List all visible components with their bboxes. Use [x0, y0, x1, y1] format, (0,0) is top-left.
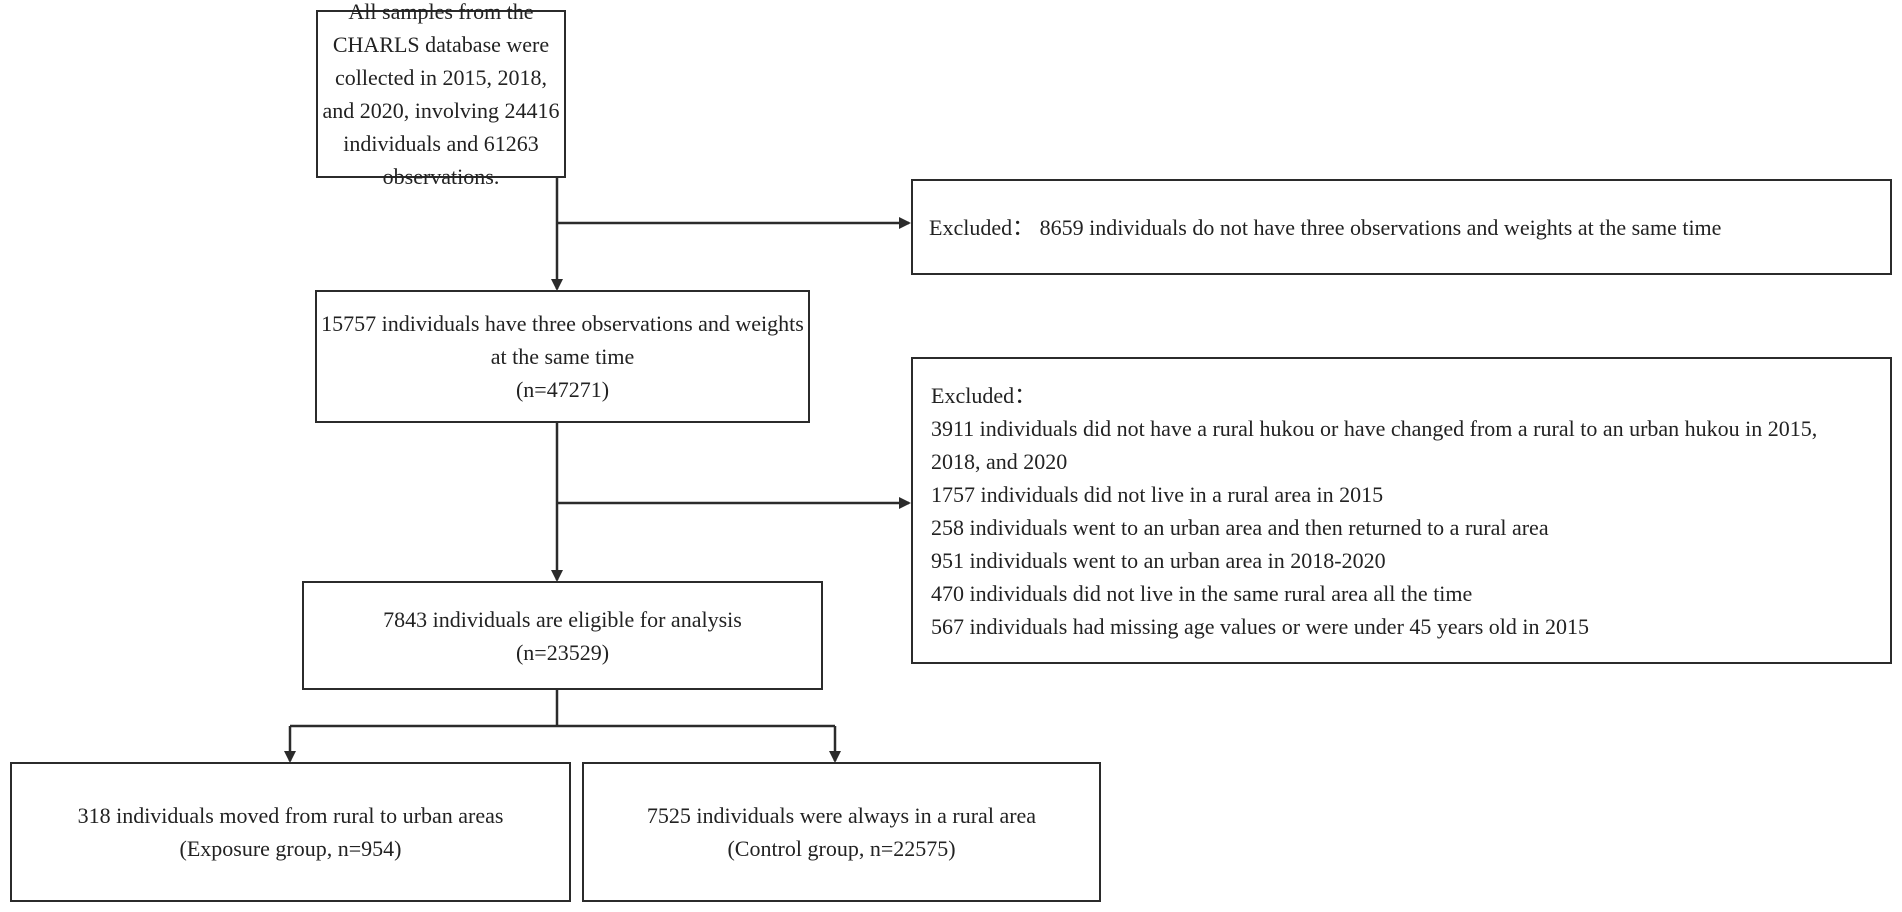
box-all-samples-text: All samples from the CHARLS database wer… [322, 0, 560, 189]
box-control-group: 7525 individuals were always in a rural … [582, 762, 1101, 902]
box-first-exclusion: Excluded： 8659 individuals do not have t… [911, 179, 1892, 275]
box-three-observations-text: 15757 individuals have three observation… [321, 311, 804, 369]
exclusion-item-urban-2018-2020: 951 individuals went to an urban area in… [931, 547, 1386, 573]
exclusion-item-hukou: 3911 individuals did not have a rural hu… [931, 415, 1818, 474]
exclusion-item-not-rural-2015: 1757 individuals did not live in a rural… [931, 481, 1384, 507]
second-exclusion-title: Excluded： [931, 382, 1037, 408]
exclusion-item-moved-rural: 470 individuals did not live in the same… [931, 580, 1473, 606]
box-all-samples: All samples from the CHARLS database wer… [316, 0, 566, 189]
first-exclusion-text: Excluded： 8659 individuals do not have t… [929, 214, 1722, 240]
box-control-count: (Control group, n=22575) [727, 836, 956, 861]
box-eligible: 7843 individuals are eligible for analys… [302, 581, 823, 690]
exclusion-item-age: 567 individuals had missing age values o… [931, 613, 1590, 639]
box-exposure-text: 318 individuals moved from rural to urba… [77, 803, 504, 828]
box-exposure-group: 318 individuals moved from rural to urba… [10, 762, 571, 902]
box-control-text: 7525 individuals were always in a rural … [646, 803, 1037, 828]
box-three-observations-count: (n=47271) [515, 377, 610, 402]
box-second-exclusion: Excluded： 3911 individuals did not have … [911, 357, 1892, 664]
box-exposure-count: (Exposure group, n=954) [179, 836, 402, 861]
exclusion-item-returned: 258 individuals went to an urban area an… [931, 514, 1549, 540]
box-three-observations: 15757 individuals have three observation… [315, 290, 810, 423]
box-eligible-text: 7843 individuals are eligible for analys… [383, 606, 742, 632]
box-eligible-count: (n=23529) [515, 639, 610, 665]
